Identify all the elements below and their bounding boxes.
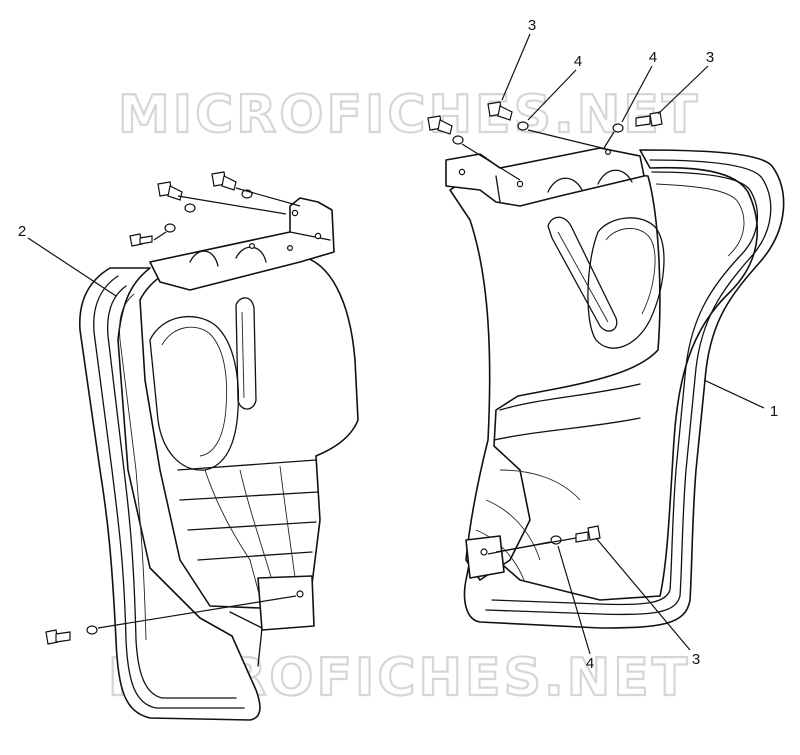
right-side-panel bbox=[445, 147, 785, 629]
callout-leaders bbox=[27, 33, 765, 655]
callout-4-top-right: 4 bbox=[649, 49, 657, 66]
watermark-top: MICROFICHES.NET bbox=[118, 85, 700, 145]
left-bottom-hardware bbox=[45, 595, 297, 645]
callout-3-top-left: 3 bbox=[528, 17, 536, 34]
callout-2-left-panel: 2 bbox=[18, 223, 26, 240]
callout-3-bottom: 3 bbox=[692, 651, 700, 668]
right-bottom-hardware bbox=[487, 525, 601, 555]
callout-4-bottom: 4 bbox=[586, 655, 594, 672]
left-bracket-hardware bbox=[129, 171, 301, 247]
callout-1-right-panel: 1 bbox=[770, 403, 778, 420]
callout-3-top-right: 3 bbox=[706, 49, 714, 66]
left-side-panel bbox=[79, 197, 359, 721]
callout-4-top-mid: 4 bbox=[574, 53, 582, 70]
right-bracket-hardware bbox=[427, 101, 663, 181]
